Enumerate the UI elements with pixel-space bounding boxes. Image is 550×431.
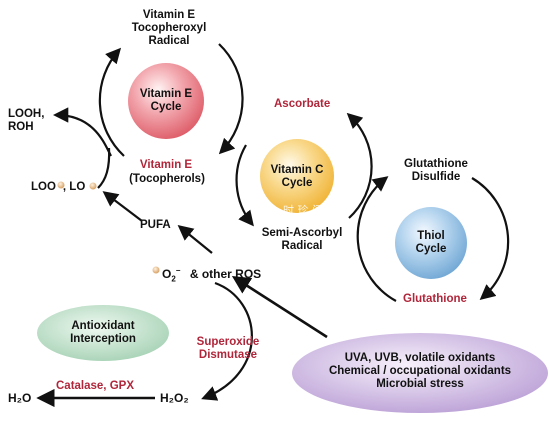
lipid-radicals-label: LOO, LO xyxy=(31,181,86,193)
looh-roh-label: LOOH, ROH xyxy=(8,108,45,133)
antioxidant-interception-ellipse xyxy=(37,305,169,361)
vitamin-c-cycle-right-arc xyxy=(346,112,373,219)
pufa-to-lipid-radical-arrow xyxy=(102,191,143,222)
superoxide-dismutase-arrow xyxy=(201,281,253,401)
stress-sources-label: UVA, UVB, volatile oxidants Chemical / o… xyxy=(328,352,512,390)
vitamin-e-cycle-right-arc xyxy=(218,43,244,155)
h2o2-label: H₂O₂ xyxy=(160,391,189,405)
glutathione-label: Glutathione xyxy=(403,293,467,305)
thiol-cycle-label: Thiol Cycle xyxy=(415,230,447,255)
watermark: 时 珍 阁 xyxy=(283,203,323,217)
stress-sources-ellipse xyxy=(292,333,548,413)
vitamin-e-cycle-circle xyxy=(128,63,204,139)
stress-to-ros-arrow xyxy=(231,276,328,339)
vitamin-c-cycle-circle xyxy=(260,139,334,213)
ascorbate-label: Ascorbate xyxy=(274,98,331,110)
superoxide-radical-dot xyxy=(152,266,160,274)
thiol-cycle-circle xyxy=(395,207,467,279)
tocopherols-label: (Tocopherols) xyxy=(129,173,205,185)
lipid-radical-to-vitamin-e-connector xyxy=(97,147,111,189)
superoxide-label: O2− & other ROS xyxy=(162,266,262,284)
glutathione-disulfide-label: Glutathione Disulfide xyxy=(404,158,468,183)
lo-radical-dot xyxy=(89,182,97,190)
vitamin-e-cycle-left-arc xyxy=(98,47,125,157)
semi-ascorbyl-radical-label: Semi-Ascorbyl Radical xyxy=(261,227,343,252)
other-ros-label: & other ROS xyxy=(189,267,262,281)
loo-radical-dot xyxy=(57,181,65,189)
thiol-cycle-left-arc xyxy=(356,176,397,302)
ros-to-pufa-arrow xyxy=(177,225,213,254)
vitamin-e-radical-label: Vitamin E Tocopheroxyl Radical xyxy=(131,9,207,47)
vitamin-c-cycle-label: Vitamin C Cycle xyxy=(270,164,324,189)
thiol-cycle-right-arc xyxy=(471,177,510,300)
catalase-gpx-label: Catalase, GPX xyxy=(56,380,134,392)
superoxide-dismutase-label: Superoxide Dismutase xyxy=(196,336,260,361)
h2o-label: H₂O xyxy=(8,391,32,405)
vitamin-e-label: Vitamin E xyxy=(139,159,193,171)
vitamin-c-cycle-left-arc xyxy=(235,144,254,227)
vitamin-e-cycle-label: Vitamin E Cycle xyxy=(139,88,193,113)
antioxidant-interception-label: Antioxidant Interception xyxy=(70,320,136,345)
pufa-label: PUFA xyxy=(140,219,171,231)
